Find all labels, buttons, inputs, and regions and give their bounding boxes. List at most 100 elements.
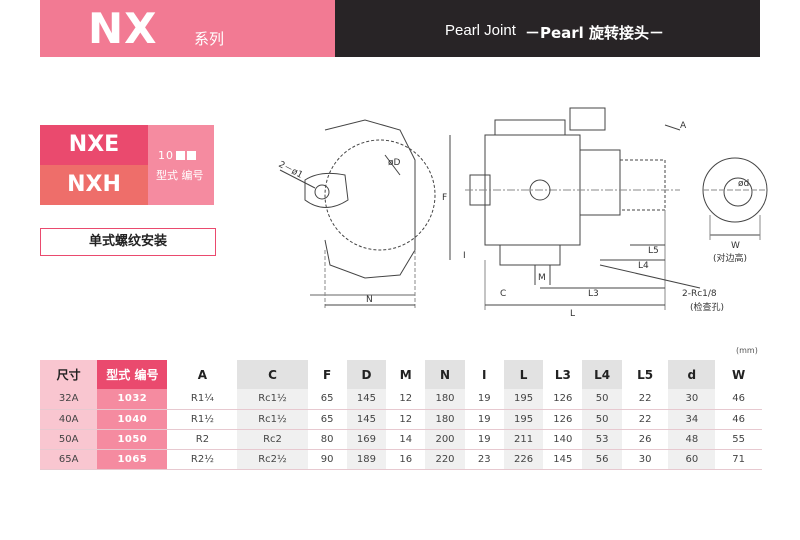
col-header: d <box>668 360 716 389</box>
table-cell: 145 <box>543 449 583 470</box>
table-cell: 1040 <box>97 409 168 430</box>
label-l4: L4 <box>638 261 649 271</box>
table-cell: 65A <box>40 449 98 470</box>
table-cell: 1065 <box>97 449 168 470</box>
table-cell: 1050 <box>97 429 168 450</box>
label-holes: 2－ø1 <box>277 160 305 181</box>
bolt-hole <box>314 184 330 200</box>
col-header: L <box>503 360 544 389</box>
col-header: A <box>197 367 208 382</box>
table-cell: 126 <box>543 389 583 410</box>
table-cell: 169 <box>346 429 387 450</box>
table-cell: 53 <box>582 429 622 450</box>
code-placeholder-square <box>176 151 185 160</box>
table-cell: 48 <box>668 429 716 450</box>
col-header: F <box>323 367 332 382</box>
series-label: 系列 <box>194 30 225 48</box>
label-l5: L5 <box>648 246 659 256</box>
table-cell: 180 <box>425 389 465 410</box>
table-cell: 220 <box>425 449 465 470</box>
col-header: C <box>237 360 308 389</box>
label-d: ød <box>738 179 749 189</box>
table-cell: 34 <box>668 409 716 430</box>
table-cell: 40A <box>40 409 98 430</box>
table-cell: R1¼ <box>167 389 238 410</box>
table-cell: 50 <box>582 389 622 410</box>
product-header: Pearl Joint －Pearl 旋转接头－ <box>335 0 760 57</box>
table-cell: Rc1½ <box>237 389 308 410</box>
table-cell: 19 <box>464 409 504 430</box>
table-cell: 50A <box>40 429 98 450</box>
col-header: 尺寸 <box>40 360 98 389</box>
product-name-cn: －Pearl 旋转接头－ <box>525 24 665 42</box>
unit-label: (mm) <box>736 346 758 355</box>
product-name-en: Pearl Joint <box>445 22 516 39</box>
mount-type-label: 单式螺纹安装 <box>40 228 216 256</box>
label-rc-note: (检查孔) <box>690 301 724 313</box>
table-cell: 90 <box>307 449 347 470</box>
col-header: W <box>731 367 746 382</box>
label-f: F <box>442 193 447 203</box>
table-cell: 226 <box>503 449 544 470</box>
end-view-inner <box>723 177 753 207</box>
table-header-row: 尺寸 型式 编号 A C F D M N I L L3 L4 L5 d W <box>40 360 762 389</box>
model-code-box: 10 型式 编号 <box>148 125 214 205</box>
table-cell: 200 <box>425 429 465 450</box>
table-cell: 46 <box>715 409 762 430</box>
table-cell: 1032 <box>97 389 168 410</box>
table-cell: 14 <box>386 429 426 450</box>
table-cell: 22 <box>621 409 669 430</box>
col-header: 型式 编号 <box>97 360 168 389</box>
table-cell: 50 <box>582 409 622 430</box>
table-cell: 195 <box>503 389 544 410</box>
model-primary: NXE <box>40 125 148 165</box>
table-cell: R2 <box>167 429 238 450</box>
table-cell: 65 <box>307 409 347 430</box>
model-secondary: NXH <box>40 165 148 205</box>
table-cell: 19 <box>464 389 504 410</box>
col-header: I <box>482 367 487 382</box>
table-cell: Rc2 <box>237 429 308 450</box>
table-cell: 55 <box>715 429 762 450</box>
table-cell: 71 <box>715 449 762 470</box>
label-od: øD <box>388 158 401 168</box>
model-code-prefix: 10 <box>158 149 196 162</box>
table-cell: 65 <box>307 389 347 410</box>
table-cell: 30 <box>668 389 716 410</box>
table-cell: 23 <box>464 449 504 470</box>
table-cell: 140 <box>543 429 583 450</box>
table-cell: 32A <box>40 389 98 410</box>
label-n: N <box>366 295 373 305</box>
model-code-label: 型式 编号 <box>156 169 204 182</box>
col-header: M <box>399 367 412 382</box>
table-cell: 60 <box>668 449 716 470</box>
table-cell: 46 <box>715 389 762 410</box>
table-cell: Rc2½ <box>237 449 308 470</box>
table-cell: R1½ <box>167 409 238 430</box>
model-code-prefix-text: 10 <box>158 149 174 162</box>
series-header: NX 系列 <box>40 0 335 57</box>
table-cell: 189 <box>346 449 387 470</box>
table-cell: 80 <box>307 429 347 450</box>
table-cell: 145 <box>346 409 387 430</box>
table-cell: 22 <box>621 389 669 410</box>
label-c: C <box>500 289 506 299</box>
table-cell: 16 <box>386 449 426 470</box>
table-cell: 19 <box>464 429 504 450</box>
table-cell: 30 <box>621 449 669 470</box>
technical-drawing: 2－ø1 øD N F A C M I L L3 L4 L5 2-Rc1/8 (… <box>277 107 768 319</box>
col-header: L3 <box>554 367 571 382</box>
flange-circle <box>324 139 436 251</box>
table-cell: 56 <box>582 449 622 470</box>
table-cell: Rc1½ <box>237 409 308 430</box>
table-cell: 12 <box>386 409 426 430</box>
table-cell: 145 <box>346 389 387 410</box>
label-l3: L3 <box>588 289 599 299</box>
col-header: D <box>346 360 387 389</box>
table-cell: 126 <box>543 409 583 430</box>
flange-body <box>324 119 416 279</box>
label-w: W <box>731 241 740 251</box>
